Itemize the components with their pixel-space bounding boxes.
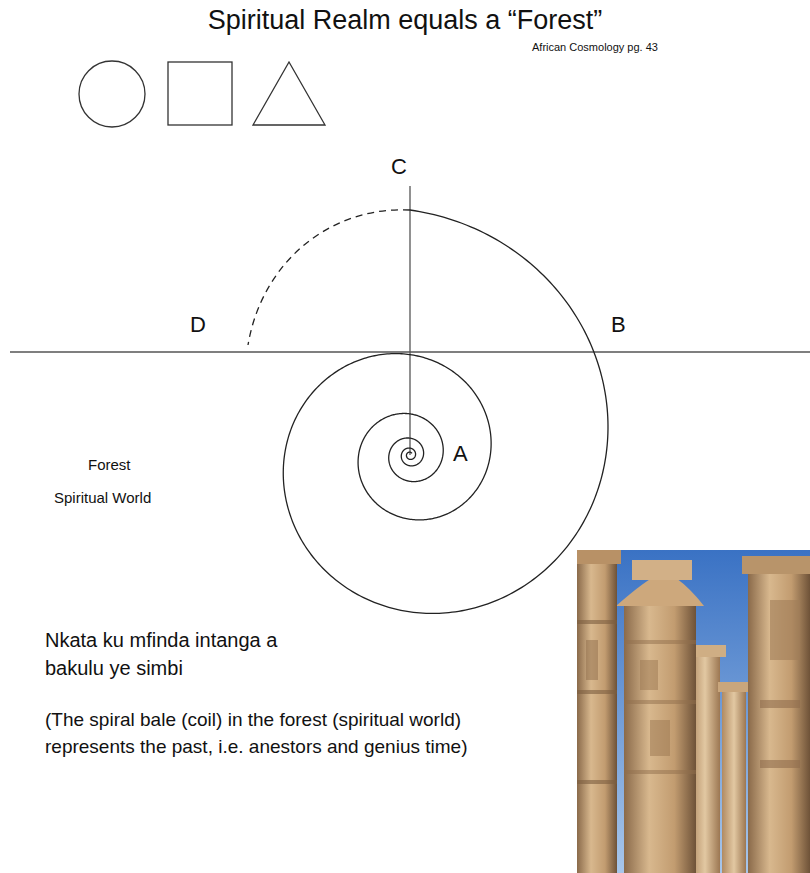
shape-symbols bbox=[79, 61, 325, 127]
triangle-symbol bbox=[253, 62, 325, 125]
diagram-title: Spiritual Realm equals a “Forest” bbox=[0, 4, 810, 36]
dashed-arc bbox=[248, 210, 410, 345]
point-label: C bbox=[391, 154, 407, 180]
translation-note: (The spiral bale (coil) in the forest (s… bbox=[45, 706, 485, 760]
source-note: African Cosmology pg. 43 bbox=[532, 40, 658, 54]
point-label: A bbox=[453, 441, 468, 467]
circle-symbol bbox=[79, 61, 145, 127]
kikongo-proverb: Nkata ku mfinda intanga a bakulu ye simb… bbox=[45, 626, 290, 682]
vertical-axis bbox=[409, 186, 410, 455]
temple-photo bbox=[577, 550, 810, 873]
region-label: Forest bbox=[88, 455, 131, 475]
spiral-coil bbox=[283, 210, 608, 613]
point-label: B bbox=[611, 312, 626, 338]
square-symbol bbox=[168, 62, 232, 125]
region-label: Spiritual World bbox=[54, 488, 151, 508]
point-label: D bbox=[190, 312, 206, 338]
